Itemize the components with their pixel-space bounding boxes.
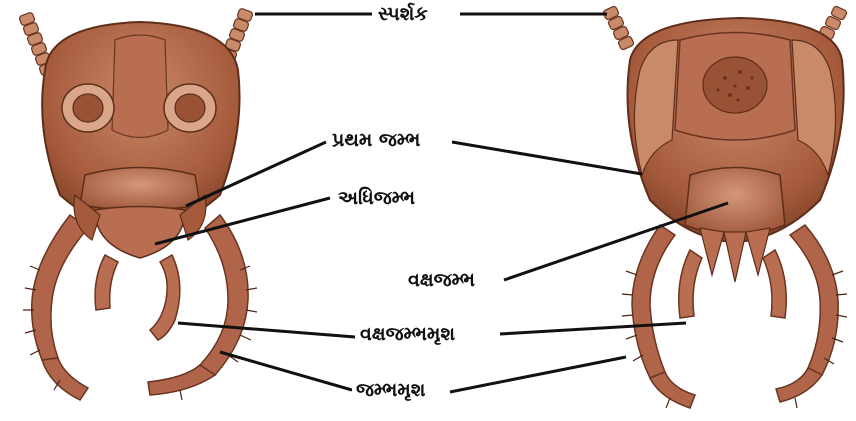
leader-mandible-right <box>452 142 642 174</box>
leader-maxillary-palp-right <box>450 357 626 392</box>
right-head-illustration <box>603 6 848 408</box>
label-mandible: પ્રથમ જમ્ભ <box>328 128 424 152</box>
label-labial-palp: વક્ષજમ્ભમૃશ <box>356 322 459 346</box>
left-head-illustration <box>19 8 257 400</box>
label-antenna: સ્પર્શક <box>374 2 432 26</box>
right-labium <box>685 168 785 236</box>
leader-labial-palp-left <box>178 323 355 337</box>
left-labrum <box>95 207 185 259</box>
label-labium: વક્ષજમ્ભ <box>404 268 479 292</box>
left-clypeus <box>80 168 200 211</box>
right-labium-lobes <box>700 228 770 282</box>
left-frons <box>112 35 168 138</box>
label-maxillary-palp: જમ્ભમૃશ <box>352 378 429 402</box>
label-labrum: અધિજમ્ભ <box>334 186 419 210</box>
leader-maxillary-palp-left <box>220 352 352 390</box>
left-labial-palps <box>95 255 180 340</box>
leader-labial-palp-right <box>500 323 686 334</box>
right-antenna-left <box>603 6 635 51</box>
